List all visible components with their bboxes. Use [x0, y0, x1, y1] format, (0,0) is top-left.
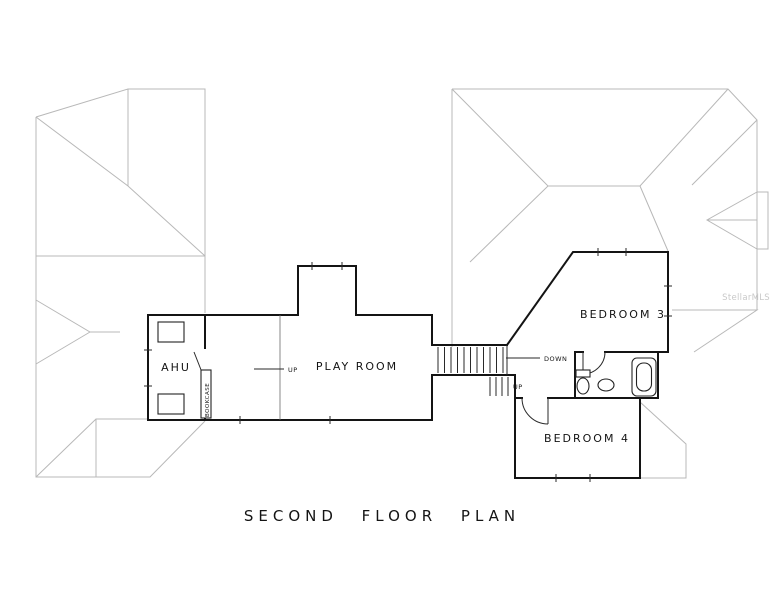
fixtures [157, 321, 657, 419]
room-label-bedroom-3: BEDROOM 3 [580, 308, 666, 321]
sink [597, 378, 615, 392]
stairs [254, 345, 540, 396]
window-marks [144, 248, 672, 482]
label-up-playroom: UP [288, 366, 298, 374]
wall-bedrooms-wing [431, 251, 669, 479]
ahu-unit-top [157, 321, 185, 343]
stair-treads-main [437, 345, 508, 375]
bathtub-basin [635, 362, 653, 392]
roof-outline-left [35, 88, 206, 478]
toilet-bowl [576, 377, 590, 395]
toilet-tank [575, 369, 591, 378]
wall-play-room-wing [147, 265, 508, 421]
room-label-play-room: PLAY ROOM [316, 360, 398, 373]
room-label-bedroom-4: BEDROOM 4 [544, 432, 630, 445]
label-down-stairs: DOWN [544, 355, 567, 363]
bookcase-fixture [200, 369, 212, 419]
ahu-unit-bottom [157, 393, 185, 415]
stair-treads-up [489, 377, 509, 396]
roof-outline-right [451, 88, 769, 479]
door-bedroom-4 [521, 397, 549, 425]
label-up-hall: UP [513, 383, 523, 391]
room-label-ahu: AHU [161, 361, 191, 374]
label-bookcase: BOOKCASE [205, 383, 211, 417]
watermark: StellarMLS [722, 293, 770, 303]
plan-title: SECOND FLOOR PLAN [244, 507, 520, 525]
walls [147, 251, 669, 479]
